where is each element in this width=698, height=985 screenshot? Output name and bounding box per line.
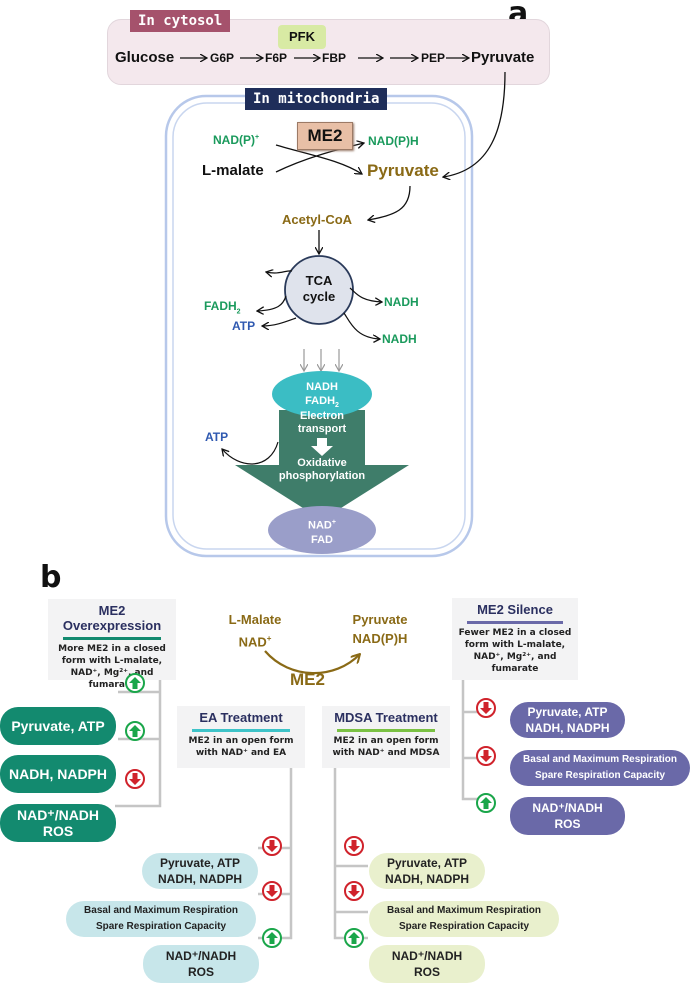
glucose-label: Glucose — [115, 49, 175, 66]
up-arrow-icon — [476, 793, 496, 813]
connector-silence — [461, 677, 495, 801]
down-arrow-icon — [476, 746, 496, 766]
nad-plus-reaction-label: NAD+ — [238, 634, 272, 650]
ea-treatment-description: ME2 in an open form with NAD⁺ and EA — [188, 736, 294, 758]
tca-label-line2: cycle — [302, 289, 336, 304]
arrow-tca-upper-left — [266, 271, 293, 273]
electron-transport-label: Electron transport — [272, 410, 372, 436]
mdsa-treatment-title: MDSA Treatment — [334, 710, 438, 725]
arrow-etc-atp — [222, 441, 279, 465]
electron-transport-arrow — [235, 410, 409, 520]
pfk-enzyme-label: PFK — [278, 25, 326, 49]
phosphorylation-text: phosphorylation — [278, 470, 366, 482]
nadh-fadh2-ellipse — [272, 371, 372, 417]
overexpression-card: ME2 Overexpression More ME2 in a closed … — [48, 599, 176, 690]
overexpression-description: More ME2 in a closed form with L-malate,… — [58, 644, 166, 690]
down-arrow-icon — [262, 881, 282, 901]
ea-effect-respiration: Basal and Maximum Respiration Spare Resp… — [66, 901, 256, 937]
overexpression-effect-nad-ros: NAD⁺/NADH ROS — [0, 804, 116, 842]
electron-text: Electron — [299, 410, 344, 422]
etc-input-label: NADH FADH2 — [282, 380, 362, 413]
silence-rule — [467, 621, 563, 624]
mdsa-effect-respiration: Basal and Maximum Respiration Spare Resp… — [369, 901, 559, 937]
overexpression-rule — [63, 637, 161, 640]
atp-tca-label: ATP — [232, 319, 256, 333]
up-arrow-icon — [344, 928, 364, 948]
down-arrow-icon — [125, 769, 145, 789]
white-down-arrow — [311, 438, 333, 456]
etc-nad-text: NAD+ — [308, 519, 336, 532]
arrow-pyruvate-transport — [443, 71, 506, 177]
silence-card: ME2 Silence Fewer ME2 in a closed form w… — [452, 598, 578, 680]
arrow-tca-atp — [262, 317, 297, 326]
etc-output-label: NAD+ FAD — [282, 516, 362, 547]
l-malate-reaction-label: L-Malate — [228, 612, 282, 627]
oxidative-text: Oxidative — [297, 457, 347, 469]
me2-enzyme-label: ME2 — [297, 122, 353, 150]
me2-reaction-arrow — [264, 650, 360, 675]
fbp-label: FBP — [322, 51, 346, 65]
me2-reaction-enzyme: ME2 — [290, 670, 325, 689]
arrow-pyruvate-acetylcoa — [368, 185, 411, 220]
arrow-tca-nadh-1 — [349, 287, 382, 302]
nadph-label: NAD(P)H — [368, 134, 419, 148]
mdsa-effect-pyruvate-atp: Pyruvate, ATP NADH, NADPH — [369, 853, 485, 889]
silence-effect-pyruvate-atp: Pyruvate, ATP NADH, NADPH — [510, 702, 625, 738]
etc-nadh-text: NADH — [306, 381, 338, 393]
arrow-malate-to-nadph — [275, 143, 364, 173]
down-arrow-icon — [344, 836, 364, 856]
down-arrow-icon — [262, 836, 282, 856]
overexpression-effect-pyruvate-atp: Pyruvate, ATP — [0, 707, 116, 745]
pep-label: PEP — [421, 51, 446, 65]
cytosol-tag: In cytosol — [130, 10, 231, 32]
mitochondria-tag: In mitochondria — [245, 88, 388, 110]
ea-treatment-rule — [192, 729, 290, 732]
pyruvate-reaction-label: Pyruvate — [352, 612, 408, 627]
arrow-tca-nadh-2 — [343, 312, 380, 339]
silence-effect-nad-ros: NAD⁺/NADH ROS — [510, 797, 625, 835]
g6p-label: G6P — [210, 51, 235, 65]
oxphos-label: Oxidative phosphorylation — [262, 457, 382, 483]
reaction-products: Pyruvate NAD(P)H — [340, 610, 420, 648]
tca-label-line1: TCA — [305, 273, 333, 288]
panel-b-label: b — [40, 560, 62, 595]
overexpression-title: ME2 Overexpression — [62, 603, 162, 633]
mdsa-effect-nad-ros: NAD⁺/NADH ROS — [369, 945, 485, 983]
silence-description: Fewer ME2 in a closed form with L-malate… — [458, 628, 572, 674]
arrow-tca-fadh2 — [257, 295, 287, 311]
silence-effect-respiration: Basal and Maximum Respiration Spare Resp… — [510, 750, 690, 786]
l-malate-label: L-malate — [202, 162, 264, 179]
up-arrow-icon — [125, 721, 145, 741]
nadp-plus-label: NAD(P)+ — [213, 133, 260, 147]
mdsa-treatment-rule — [337, 729, 435, 732]
nadh-label-2: NADH — [382, 332, 417, 346]
mdsa-treatment-card: MDSA Treatment ME2 in an open form with … — [322, 706, 450, 768]
mdsa-treatment-description: ME2 in an open form with NAD⁺ and MDSA — [332, 736, 440, 758]
reaction-substrates: L-Malate NAD+ — [220, 610, 290, 651]
acetyl-coa-label: Acetyl-CoA — [282, 212, 353, 227]
ea-effect-pyruvate-atp: Pyruvate, ATP NADH, NADPH — [142, 853, 258, 889]
nadph-reaction-label: NAD(P)H — [352, 631, 408, 646]
etc-fad-text: FAD — [311, 533, 333, 546]
nad-fad-ellipse — [268, 506, 376, 554]
up-arrow-icon — [262, 928, 282, 948]
overexpression-effect-nadh-nadph: NADH, NADPH — [0, 755, 116, 793]
pyruvate-cytosol-label: Pyruvate — [471, 49, 535, 66]
ea-treatment-card: EA Treatment ME2 in an open form with NA… — [177, 706, 305, 768]
arrow-nadp-to-pyruvate — [275, 144, 362, 174]
tca-cycle-label: TCA cycle — [285, 273, 353, 305]
ea-effect-nad-ros: NAD⁺/NADH ROS — [143, 945, 259, 983]
atp-etc-label: ATP — [205, 430, 229, 444]
nadh-label-1: NADH — [384, 295, 419, 309]
fadh2-label: FADH2 — [204, 299, 241, 316]
down-arrow-icon — [344, 881, 364, 901]
f6p-label: F6P — [265, 51, 288, 65]
ea-treatment-title: EA Treatment — [199, 710, 283, 725]
up-arrow-icon — [125, 673, 145, 693]
etc-fadh2-text: FADH2 — [305, 395, 339, 410]
transport-text: transport — [297, 423, 347, 435]
down-arrow-icon — [476, 698, 496, 718]
pyruvate-mito-label: Pyruvate — [367, 161, 439, 180]
silence-title: ME2 Silence — [477, 602, 553, 617]
